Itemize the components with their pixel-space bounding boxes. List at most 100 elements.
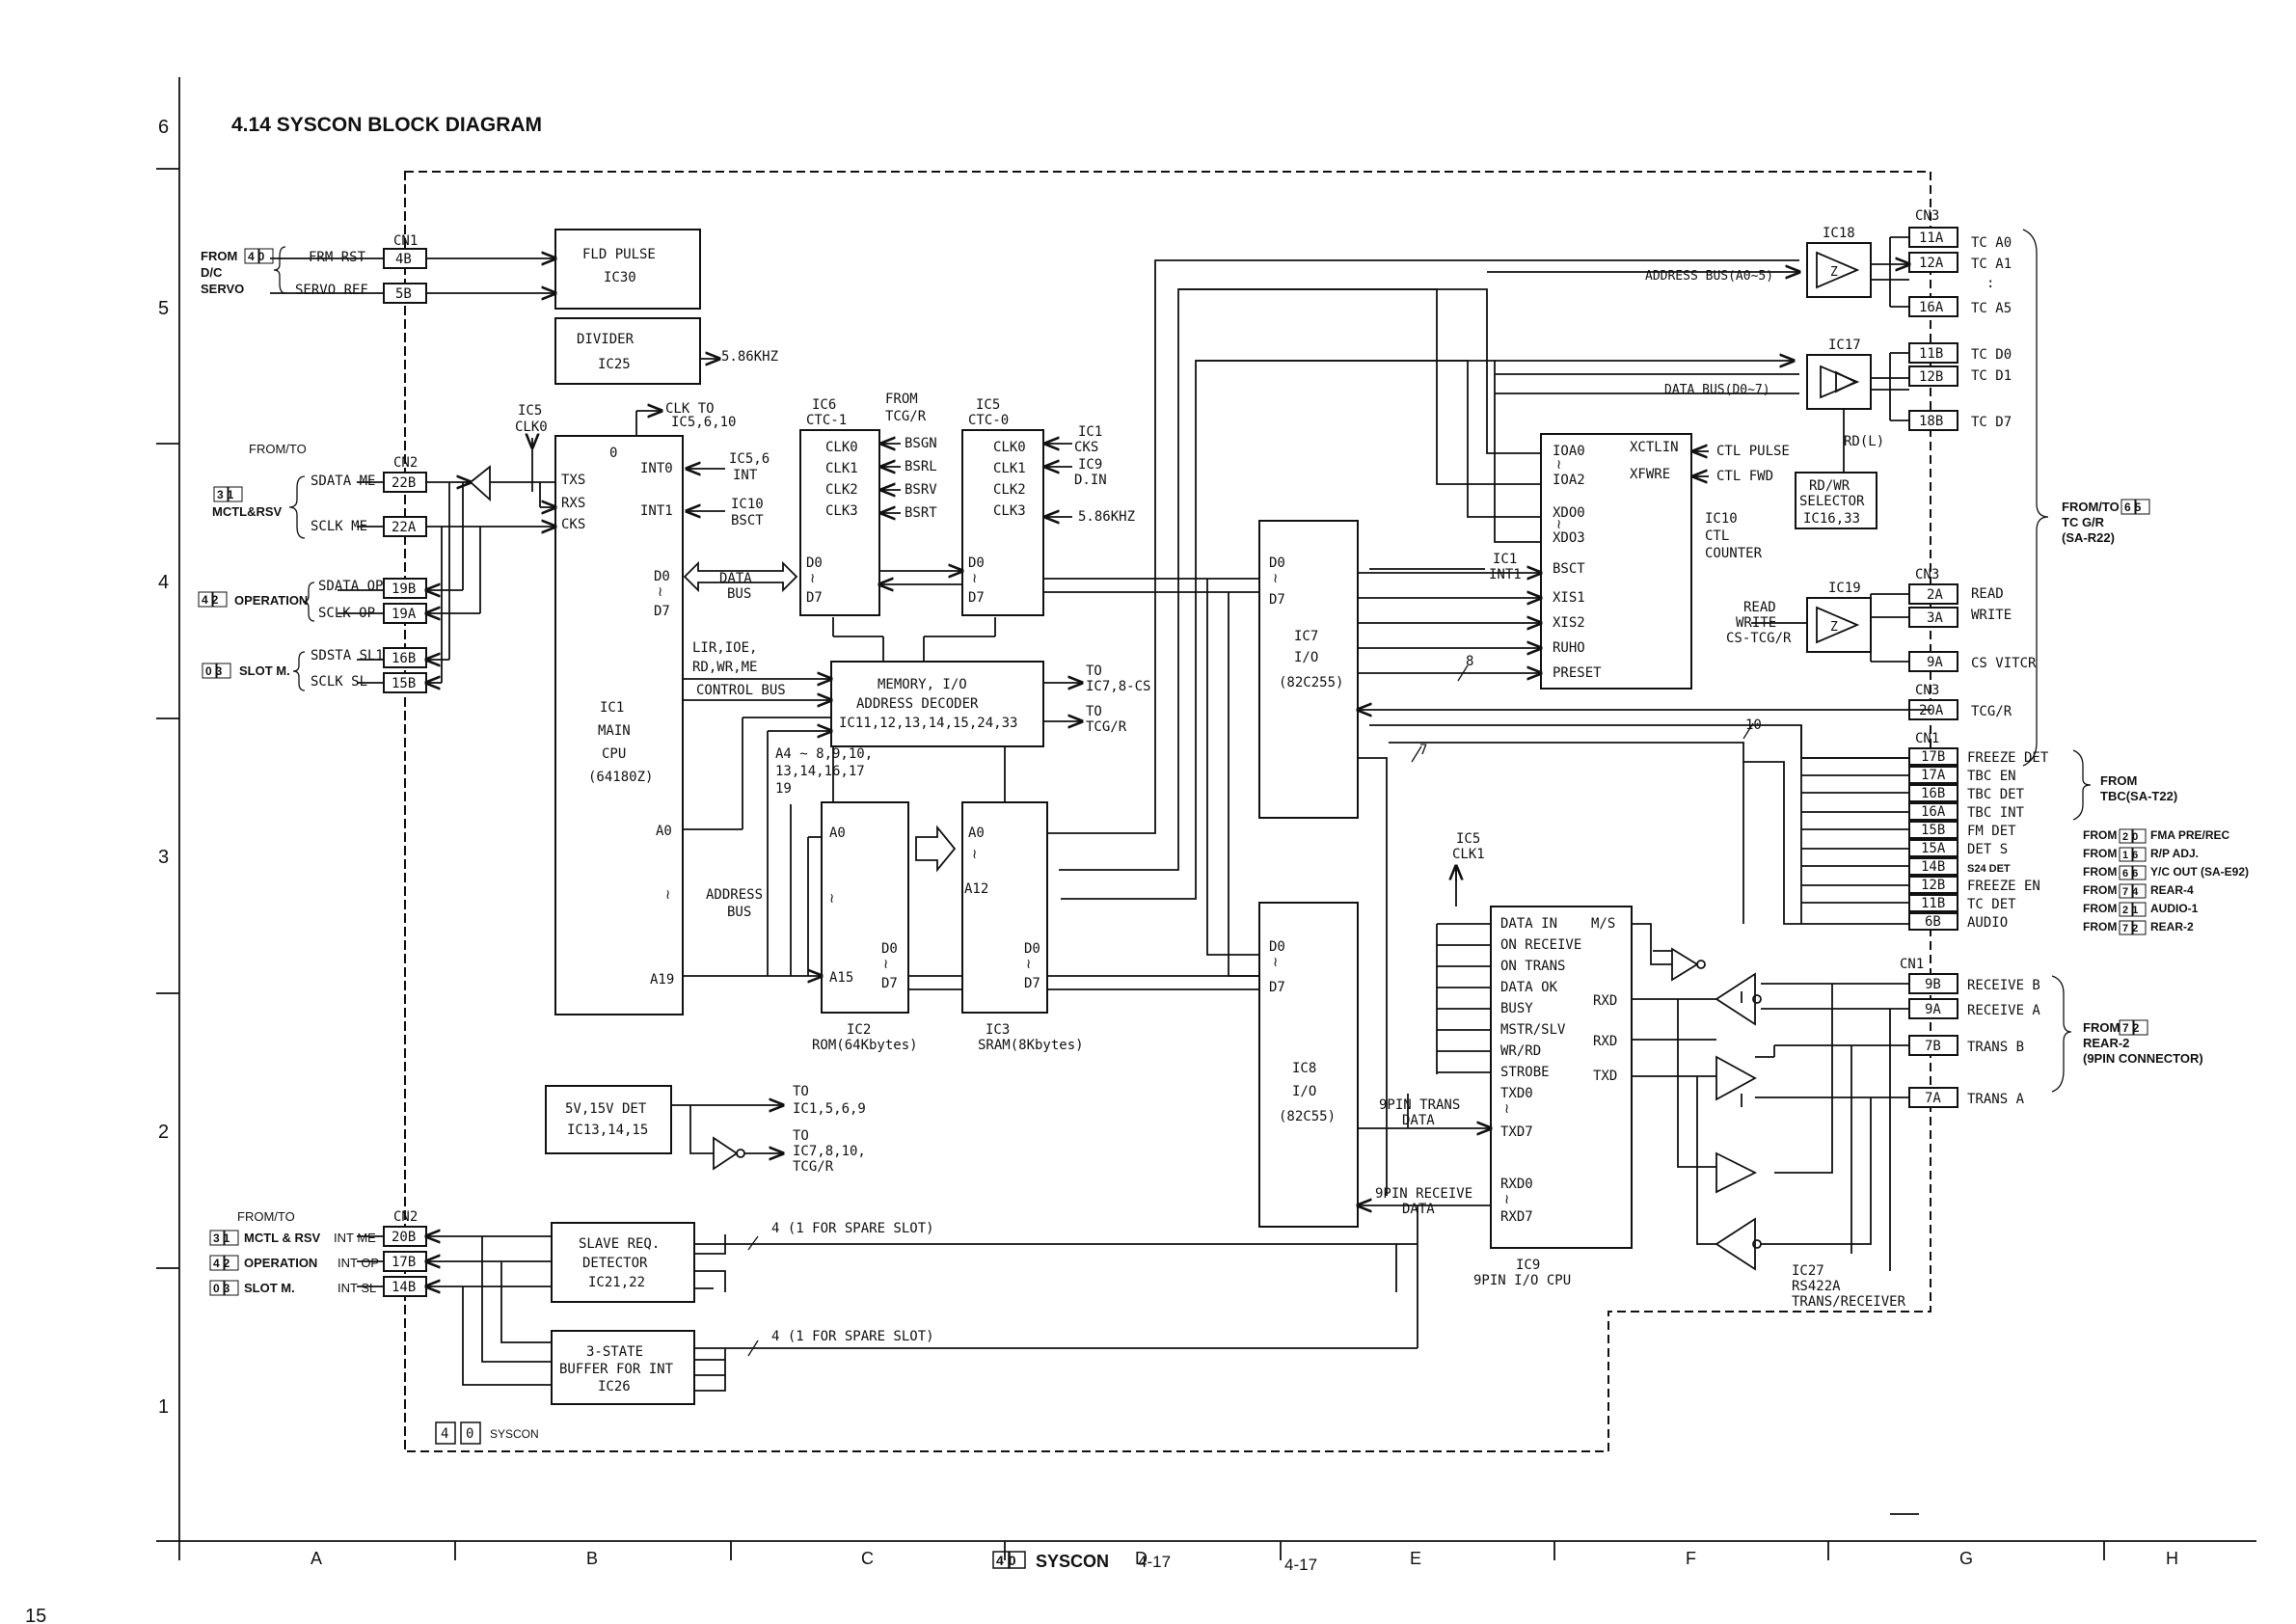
svg-text:FREEZE EN: FREEZE EN <box>1967 879 2040 894</box>
svg-text:FROM: FROM <box>2083 1020 2120 1035</box>
svg-text:IC7: IC7 <box>1294 629 1318 644</box>
svg-text:SDSTA SL1: SDSTA SL1 <box>311 648 384 663</box>
svg-text:TO: TO <box>793 1128 809 1144</box>
svg-text:4 (1 FOR SPARE SLOT): 4 (1 FOR SPARE SLOT) <box>771 1221 934 1236</box>
svg-text:≀: ≀ <box>883 957 888 972</box>
svg-text:16: 16 <box>2122 850 2142 861</box>
svg-text:I/O: I/O <box>1292 1084 1316 1099</box>
svg-text:READ: READ <box>1743 600 1776 615</box>
col-marker-a: A <box>311 1549 322 1568</box>
svg-text:21: 21 <box>2122 905 2142 916</box>
svg-text:DIVIDER: DIVIDER <box>577 332 635 347</box>
svg-text:TXD0: TXD0 <box>1500 1086 1533 1101</box>
svg-text:TRANS B: TRANS B <box>1967 1040 2024 1055</box>
svg-text:16B: 16B <box>1921 786 1945 801</box>
svg-text:4: 4 <box>441 1426 448 1442</box>
svg-text:(64180Z): (64180Z) <box>588 770 653 785</box>
svg-text:72: 72 <box>2122 1021 2143 1035</box>
svg-text:ON TRANS: ON TRANS <box>1500 959 1565 974</box>
svg-text:MCTL&RSV: MCTL&RSV <box>212 504 283 519</box>
col-marker-g: G <box>1959 1549 1973 1568</box>
svg-text:IC10: IC10 <box>1705 511 1738 527</box>
block-ctl-counter: IOA0 ≀ IOA2 XDO0 ≀ XDO3 BSCT XIS1 XIS2 R… <box>1540 433 1692 690</box>
svg-text:9PIN I/O CPU: 9PIN I/O CPU <box>1473 1273 1571 1288</box>
divider-output: 5.86KHZ <box>721 349 778 365</box>
block-ctc-1: CLK0 CLK1 CLK2 CLK3 D0 ≀ D7 <box>799 429 880 616</box>
svg-text:ADDRESS: ADDRESS <box>706 887 763 903</box>
row-marker-2: 2 <box>158 1122 169 1143</box>
svg-text:RD,WR,ME: RD,WR,ME <box>692 660 757 675</box>
svg-text:D0: D0 <box>1269 939 1285 955</box>
svg-text:DET S: DET S <box>1967 842 2008 857</box>
col-marker-c: C <box>861 1549 874 1568</box>
svg-text:≀: ≀ <box>658 584 662 600</box>
svg-text:IC6: IC6 <box>812 397 836 413</box>
svg-text:16B: 16B <box>392 651 416 666</box>
svg-text:CLK1: CLK1 <box>825 461 858 476</box>
svg-text:IC17: IC17 <box>1828 338 1861 353</box>
svg-text:IC5,6: IC5,6 <box>729 451 770 467</box>
svg-text:FROM: FROM <box>885 392 918 407</box>
svg-text:4B: 4B <box>395 252 412 267</box>
svg-text:22B: 22B <box>392 475 416 491</box>
svg-text:SELECTOR: SELECTOR <box>1799 494 1865 509</box>
block-tristate-buffer: 3-STATE BUFFER FOR INT IC26 <box>551 1330 695 1405</box>
svg-text:13,14,16,17: 13,14,16,17 <box>775 764 865 779</box>
svg-text:REAR-2: REAR-2 <box>2150 920 2194 934</box>
footer-name: SYSCON <box>1036 1552 1109 1571</box>
svg-text:RS422A: RS422A <box>1792 1279 1841 1294</box>
footer-page-a: 4-17 <box>1138 1553 1171 1571</box>
svg-text:DATA BUS(D0~7): DATA BUS(D0~7) <box>1664 383 1770 397</box>
svg-text:PRESET: PRESET <box>1553 665 1602 681</box>
col-marker-h: H <box>2166 1549 2178 1568</box>
block-rom: A0 ≀ A15 D0 ≀ D7 <box>821 801 909 1014</box>
svg-text:FROM: FROM <box>2083 847 2117 860</box>
svg-text:CTL FWD: CTL FWD <box>1716 469 1773 484</box>
svg-text:Z: Z <box>1830 620 1838 635</box>
svg-text:FROM: FROM <box>2083 883 2117 897</box>
svg-text:IC13,14,15: IC13,14,15 <box>567 1123 648 1138</box>
svg-text:D7: D7 <box>968 590 985 606</box>
connector-cn1-cn2: CN1 4B 5B CN2 22B 22A 19B 19A 16B 15B CN… <box>383 233 427 1297</box>
svg-text:A0: A0 <box>968 826 985 841</box>
svg-text:SDATA ME: SDATA ME <box>311 474 375 489</box>
svg-text:7A: 7A <box>1925 1091 1941 1106</box>
svg-text:IC5: IC5 <box>976 397 1000 413</box>
svg-text:FROM: FROM <box>2083 828 2117 842</box>
svg-text:SLAVE REQ.: SLAVE REQ. <box>579 1236 660 1252</box>
svg-text:IC9: IC9 <box>1078 457 1102 473</box>
svg-text:74: 74 <box>2122 886 2142 898</box>
svg-text:MCTL & RSV: MCTL & RSV <box>244 1231 321 1245</box>
svg-text:RUHO: RUHO <box>1553 640 1585 656</box>
svg-text:TC A0: TC A0 <box>1971 235 2012 251</box>
svg-text:IC21,22: IC21,22 <box>588 1275 645 1290</box>
svg-text:SCLK ME: SCLK ME <box>311 519 367 534</box>
svg-text:17B: 17B <box>1921 749 1945 765</box>
svg-text:CN1: CN1 <box>393 233 418 249</box>
svg-text:TBC(SA-T22): TBC(SA-T22) <box>2100 789 2177 803</box>
svg-text:19A: 19A <box>392 607 417 622</box>
svg-text:TBC INT: TBC INT <box>1967 805 2025 821</box>
svg-text:2A: 2A <box>1927 587 1943 603</box>
svg-text:SRAM(8Kbytes): SRAM(8Kbytes) <box>978 1038 1084 1053</box>
svg-text:TBC DET: TBC DET <box>1967 787 2025 802</box>
svg-text:18B: 18B <box>1919 414 1943 429</box>
svg-text:IC3: IC3 <box>986 1022 1010 1038</box>
svg-text:(SA-R22): (SA-R22) <box>2062 530 2115 545</box>
svg-text:RD/WR: RD/WR <box>1809 478 1850 494</box>
svg-text:8: 8 <box>1466 654 1473 669</box>
svg-text:5.86KHZ: 5.86KHZ <box>1078 509 1135 525</box>
svg-text:40: 40 <box>248 250 268 263</box>
svg-text:DATA: DATA <box>719 571 752 586</box>
svg-text:CTL: CTL <box>1705 528 1729 544</box>
svg-text:Y/C OUT (SA-E92): Y/C OUT (SA-E92) <box>2150 865 2249 879</box>
svg-text:TC G/R: TC G/R <box>2062 515 2105 529</box>
left-inputs: FROM 40 D/C SERVO FRM RST SERVO REF FROM… <box>198 246 384 1296</box>
svg-text:D0: D0 <box>1024 941 1040 957</box>
row-marker-3: 3 <box>158 847 169 868</box>
svg-text:TC D7: TC D7 <box>1971 415 2012 430</box>
svg-text:20A: 20A <box>1919 703 1944 718</box>
block-divider: DIVIDER IC25 <box>554 317 701 385</box>
svg-text:A0: A0 <box>829 826 846 841</box>
svg-text:BSRV: BSRV <box>905 482 937 498</box>
